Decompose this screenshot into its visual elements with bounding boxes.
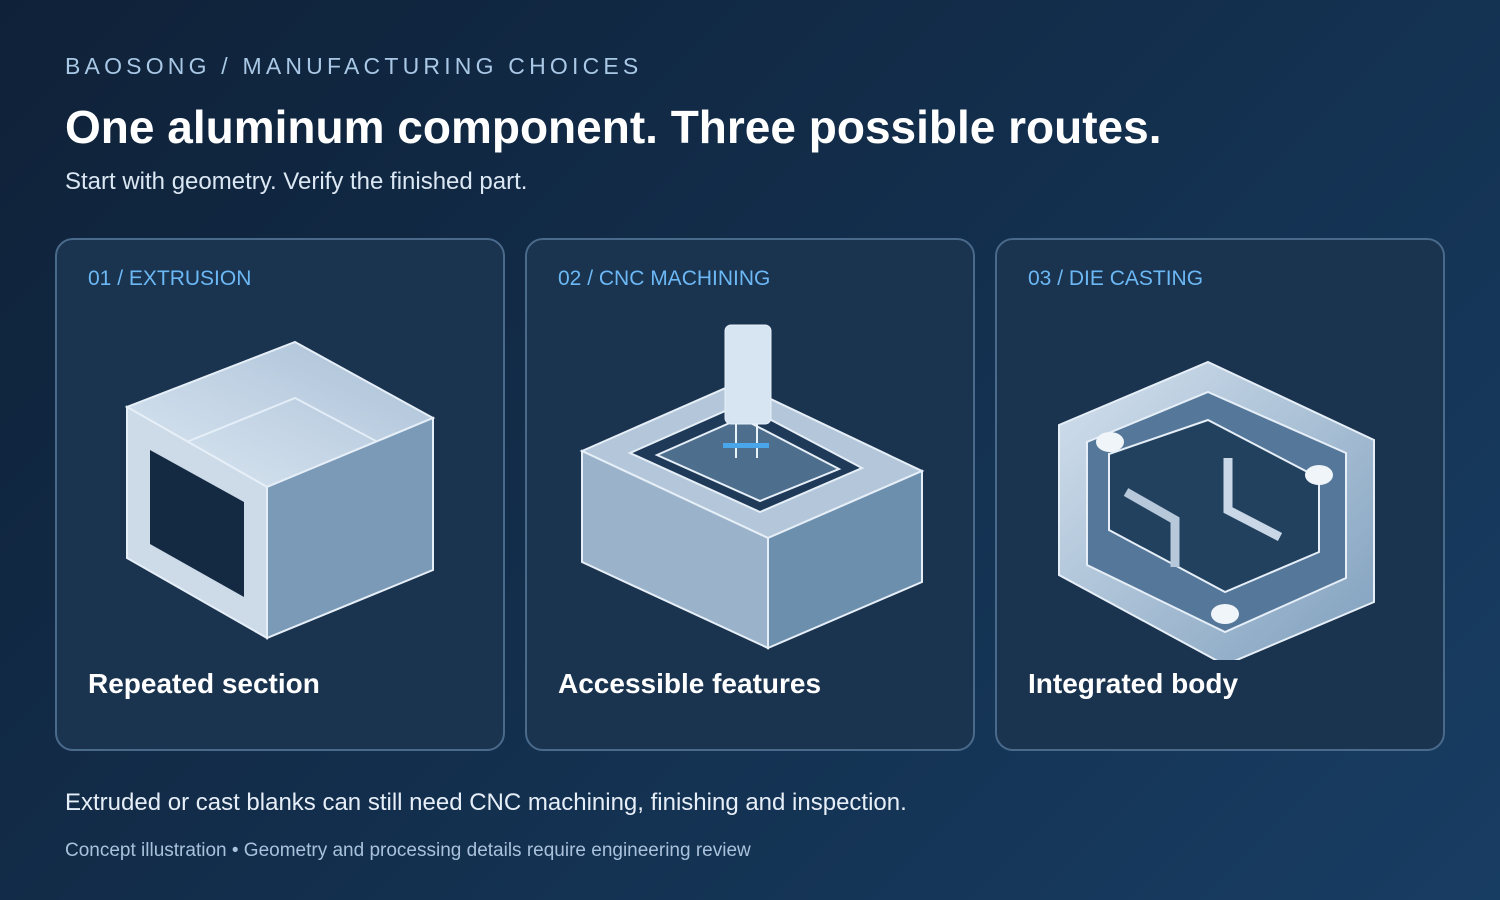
cnc-pocket-icon [579, 324, 925, 650]
card-label: 02 / CNC MACHINING [558, 267, 771, 290]
card-cnc-machining: 02 / CNC MACHINING Accessible features [525, 238, 975, 751]
extrusion-block-icon [124, 340, 436, 640]
page-subtitle: Start with geometry. Verify the finished… [65, 168, 528, 195]
die-cast-hexagon-icon [1058, 360, 1375, 660]
page-title: One aluminum component. Three possible r… [65, 101, 1162, 153]
card-label: 01 / EXTRUSION [88, 267, 252, 290]
footer-note: Extruded or cast blanks can still need C… [65, 789, 907, 816]
card-caption: Accessible features [558, 668, 822, 699]
card-die-casting: 03 / DIE CASTING Integrated body [995, 238, 1445, 751]
eyebrow-breadcrumb: BAOSONG / MANUFACTURING CHOICES [65, 53, 643, 79]
card-extrusion: 01 / EXTRUSION Repeated section [55, 238, 505, 751]
cnc-tool-icon [723, 324, 772, 458]
card-label: 03 / DIE CASTING [1028, 267, 1204, 290]
card-caption: Integrated body [1028, 668, 1239, 699]
footer-disclaimer: Concept illustration • Geometry and proc… [65, 840, 751, 861]
card-caption: Repeated section [88, 668, 320, 699]
